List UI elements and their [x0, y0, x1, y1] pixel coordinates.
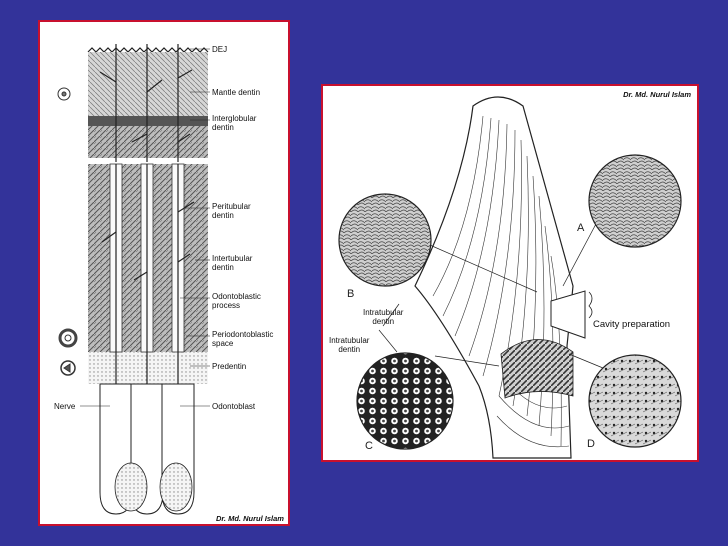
tooth-section-illustration — [338, 96, 682, 459]
interglobular-dentin-label: Interglobular dentin — [212, 114, 257, 132]
magnified-view-a — [588, 154, 682, 248]
odontoblastic-process-label: Odontoblastic process — [212, 292, 261, 310]
peritubular-dentin-label: Peritubular dentin — [212, 202, 251, 220]
left-credit: Dr. Md. Nurul Islam — [216, 514, 284, 523]
magnified-view-c — [356, 352, 454, 450]
predentin-label: Predentin — [212, 362, 247, 371]
label-b: B — [347, 288, 355, 300]
label-a: A — [577, 222, 585, 234]
cavity-preparation-label: Cavity preparation — [593, 319, 671, 330]
right-credit: Dr. Md. Nurul Islam — [623, 90, 691, 99]
odontoblast-label: Odontoblast — [212, 402, 256, 411]
dej-label: DEJ — [212, 45, 228, 54]
intertubular-dentin-label: Intertubular dentin — [212, 254, 253, 272]
reparative-dentin-zone — [500, 339, 574, 399]
dentin-tubule-illustration — [57, 44, 212, 515]
predentin-region — [88, 352, 208, 384]
nerve-label: Nerve — [54, 402, 76, 411]
label-d: D — [587, 438, 595, 450]
periodontoblastic-space-label: Periodontoblastic space — [212, 330, 274, 348]
mantle-dentin-label: Mantle dentin — [212, 88, 261, 97]
label-c: C — [365, 440, 373, 452]
intratubular-dentin-label-1: Intratubular dentin — [363, 308, 404, 326]
magnified-view-b — [338, 193, 432, 287]
tooth-section-diagram-panel: Dr. Md. Nurul Islam A B C D Cavity prepa… — [321, 84, 699, 462]
intratubular-dentin-label-2: Intratubular dentin — [329, 336, 370, 354]
interglobular-dentin-band — [88, 116, 208, 126]
cavity-preparation — [550, 290, 586, 339]
mantle-dentin-region — [88, 52, 208, 116]
magnified-view-d — [588, 354, 682, 448]
dentin-tubule-diagram-panel: DEJ Mantle dentin Interglobular dentin P… — [38, 20, 290, 526]
